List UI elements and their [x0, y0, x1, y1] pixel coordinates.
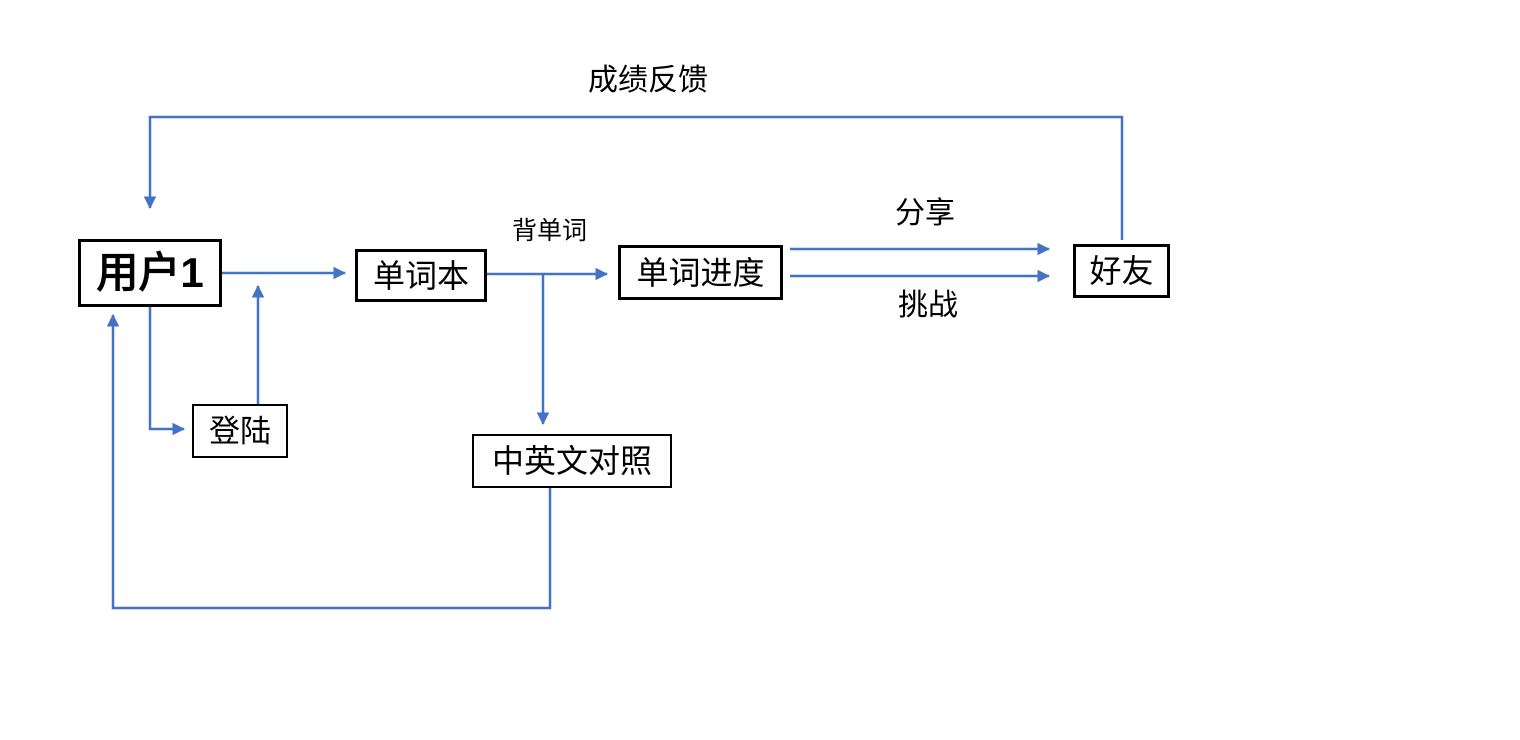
node-friend: 好友	[1073, 244, 1170, 298]
edge-feedback-friend-to-user1	[143, 115, 1124, 240]
edge-label-score-feedback: 成绩反馈	[588, 64, 708, 97]
edge-label-share: 分享	[895, 197, 955, 230]
node-bilingual-comparison: 中英文对照	[472, 434, 672, 488]
node-wordbook: 单词本	[355, 249, 487, 302]
edge-label-challenge: 挑战	[898, 289, 958, 322]
node-login: 登陆	[192, 404, 288, 458]
edge-user1-to-login	[148, 307, 186, 436]
node-user1: 用户1	[78, 239, 222, 307]
edge-bilingual-loop-to-user1	[106, 313, 552, 610]
edge-label-memorize-words: 背单词	[512, 217, 588, 245]
node-word-progress: 单词进度	[618, 245, 783, 300]
